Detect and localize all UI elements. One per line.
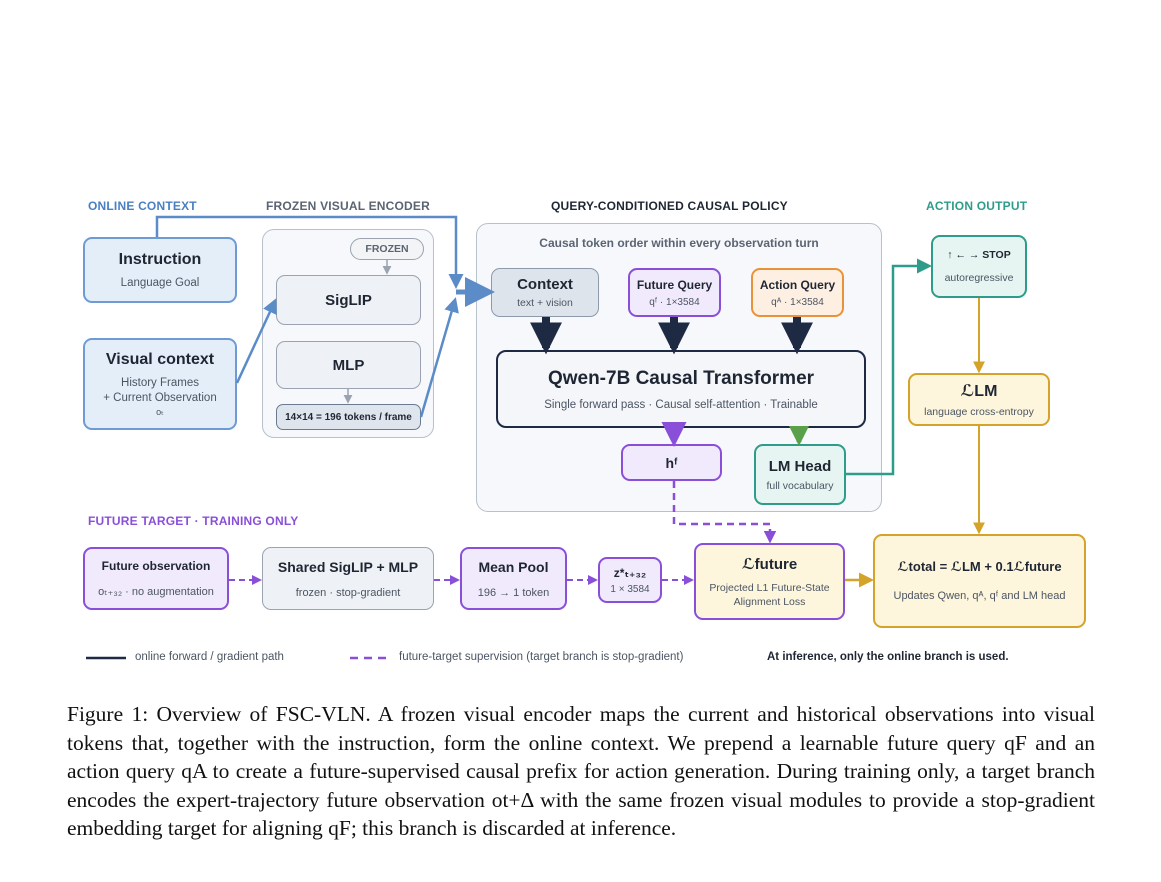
future-query-title: Future Query [636, 277, 713, 292]
arrow-tokens-to-context [419, 297, 459, 418]
context-sub: text + vision [517, 297, 573, 309]
lfuture-node: ℒfuture Projected L1 Future-State Alignm… [694, 543, 845, 620]
llm-loss-sub: language cross-entropy [924, 406, 1034, 418]
arrow-hf-to-lfuture [672, 481, 777, 544]
action-query-sub: qᴬ · 1×3584 [771, 296, 824, 308]
mean-pool-sub: 196 → 1 token [477, 586, 550, 599]
instruction-title: Instruction [118, 251, 202, 268]
visual-context-sub3: oₜ [156, 406, 164, 417]
shared-siglip-sub: frozen · stop-gradient [295, 586, 401, 599]
lfuture-sub: Projected L1 Future-State Alignment Loss [709, 581, 830, 608]
context-node: Context text + vision [491, 268, 599, 317]
zstar-node: z*ₜ₊₃₂ 1 × 3584 [598, 557, 662, 603]
action-query-title: Action Query [759, 277, 836, 292]
instruction-sub: Language Goal [120, 277, 200, 289]
ltotal-title: ℒtotal = ℒLM + 0.1ℒfuture [897, 558, 1062, 574]
action-sub: autoregressive [944, 272, 1014, 284]
frozen-badge-label: FROZEN [365, 243, 409, 255]
siglip-title: SigLIP [325, 291, 372, 309]
section-frozen-encoder: FROZEN VISUAL ENCODER [266, 199, 430, 213]
legend-solid-label: online forward / gradient path [135, 651, 284, 663]
section-future-target: FUTURE TARGET · TRAINING ONLY [88, 514, 299, 528]
arrow-instruction-to-context [155, 215, 464, 289]
visual-context-node: Visual context History Frames + Current … [83, 338, 237, 430]
future-observation-sub: oₜ₊₃₂ · no augmentation [98, 586, 214, 598]
context-title: Context [517, 276, 573, 293]
figure-caption: Figure 1: Overview of FSC-VLN. A frozen … [67, 702, 1095, 840]
policy-note: Causal token order within every observat… [539, 236, 819, 250]
legend-inference-note: At inference, only the online branch is … [767, 651, 1009, 663]
arrow-visual-to-siglip [235, 298, 277, 384]
legend-dashed-label: future-target supervision (target branch… [399, 651, 684, 663]
frozen-badge: FROZEN [350, 238, 424, 260]
llm-loss-node: ℒLM language cross-entropy [908, 373, 1050, 426]
mlp-title: MLP [332, 356, 365, 374]
lfuture-title: ℒfuture [741, 555, 798, 573]
future-observation-node: Future observation oₜ₊₃₂ · no augmentati… [83, 547, 229, 610]
zstar-sub: 1 × 3584 [610, 583, 650, 595]
hf-node: hᶠ [621, 444, 722, 481]
future-query-node: Future Query qᶠ · 1×3584 [628, 268, 721, 317]
visual-context-sub1: History Frames [121, 376, 199, 389]
tokens-label: 14×14 = 196 tokens / frame [285, 411, 412, 423]
lm-head-sub: full vocabulary [766, 479, 834, 492]
section-policy: QUERY-CONDITIONED CAUSAL POLICY [551, 199, 788, 213]
arrow-lmhead-to-action [846, 258, 932, 476]
visual-context-sub2: + Current Observation [103, 391, 217, 404]
visual-context-title: Visual context [105, 350, 215, 368]
zstar-title: z*ₜ₊₃₂ [613, 565, 647, 580]
lm-head-node: LM Head full vocabulary [754, 444, 846, 505]
lm-head-title: LM Head [768, 457, 832, 475]
action-node: ↑ ← → STOP autoregressive [931, 235, 1027, 298]
section-action-output: ACTION OUTPUT [926, 199, 1028, 213]
ltotal-node: ℒtotal = ℒLM + 0.1ℒfuture Updates Qwen, … [873, 534, 1086, 628]
future-query-sub: qᶠ · 1×3584 [649, 296, 700, 308]
siglip-node: SigLIP [276, 275, 421, 325]
section-online-context: ONLINE CONTEXT [88, 199, 197, 213]
shared-siglip-title: Shared SigLIP + MLP [277, 558, 419, 575]
mlp-node: MLP [276, 341, 421, 389]
instruction-node: Instruction Language Goal [83, 237, 237, 303]
action-query-node: Action Query qᴬ · 1×3584 [751, 268, 844, 317]
qwen-sub: Single forward pass · Causal self-attent… [544, 398, 818, 411]
action-title: ↑ ← → STOP [947, 249, 1011, 261]
ltotal-sub: Updates Qwen, qᴬ, qᶠ and LM head [893, 589, 1066, 602]
hf-title: hᶠ [665, 454, 678, 471]
shared-siglip-node: Shared SigLIP + MLP frozen · stop-gradie… [262, 547, 434, 610]
future-observation-title: Future observation [101, 559, 211, 573]
llm-loss-title: ℒLM [960, 383, 998, 400]
mean-pool-node: Mean Pool 196 → 1 token [460, 547, 567, 610]
qwen-title: Qwen-7B Causal Transformer [547, 367, 815, 389]
qwen-node: Qwen-7B Causal Transformer Single forwar… [496, 350, 866, 428]
mean-pool-title: Mean Pool [478, 558, 549, 575]
tokens-node: 14×14 = 196 tokens / frame [276, 404, 421, 430]
